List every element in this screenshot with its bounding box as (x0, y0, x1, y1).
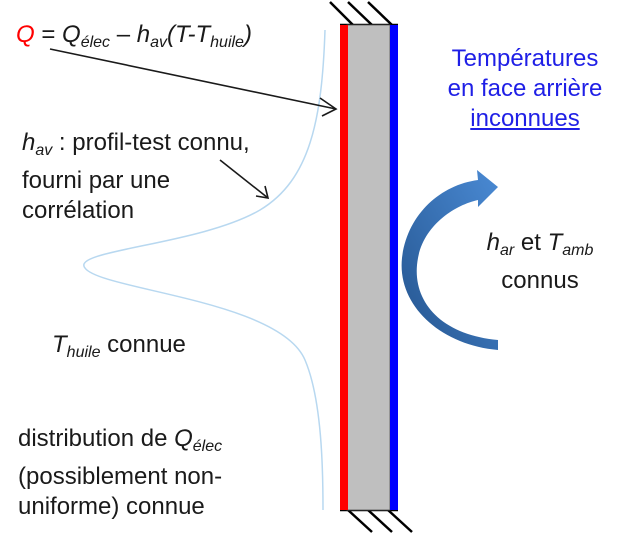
thuile-rest: connue (100, 331, 186, 358)
tamb-sub: amb (562, 242, 594, 259)
q-symbol: Q (16, 21, 35, 48)
har-line2: connus (501, 267, 579, 294)
equation: Q = Qélec – hav(T-Thuile) (16, 20, 252, 58)
qelec-line2: (possiblement non- (18, 463, 223, 490)
hav-line3: corrélation (22, 197, 135, 224)
h-av-sub: av (150, 34, 168, 51)
qelec-line3: uniforme) connue (18, 493, 205, 520)
qelec-label: distribution de Qélec (possiblement non-… (18, 424, 222, 522)
har-h: h (486, 229, 500, 256)
har-label: har et Tamb connus (470, 228, 610, 296)
front-face-red (340, 25, 348, 510)
thuile-t: T (52, 331, 67, 358)
top-hatch-icon (329, 1, 398, 27)
thuile-label: Thuile connue (52, 330, 186, 368)
h-av: h (136, 21, 151, 48)
qelec-sub: élec (192, 438, 223, 455)
minus: – (110, 21, 137, 48)
arrow-hav-to-curve (219, 159, 270, 199)
t-huile-sub: huile (210, 34, 244, 51)
qelec-line1: distribution de (18, 425, 175, 452)
hav-line1: : profil-test connu, (52, 129, 250, 156)
slab (346, 24, 391, 511)
qelec-q: Q (174, 425, 193, 452)
back-face-blue (390, 25, 398, 510)
paren-close: ) (243, 21, 252, 48)
har-sub: ar (499, 242, 515, 259)
back-face-line1: Températures (451, 45, 599, 72)
t-huile: T (195, 21, 211, 48)
back-face-line3: inconnues (470, 105, 580, 132)
tamb-t: T (547, 229, 563, 256)
har-et: et (514, 229, 548, 256)
back-face-line2: en face arrière (447, 75, 603, 102)
paren-open: (T- (167, 21, 196, 48)
q-elec-sub: élec (80, 34, 111, 51)
back-face-label: Températures en face arrière inconnues (420, 44, 630, 134)
curved-convection-arrow-icon (401, 170, 498, 350)
thuile-sub: huile (66, 344, 101, 361)
bottom-hatch-icon (340, 508, 413, 533)
hav-h: h (22, 129, 36, 156)
hav-line2: fourni par une (22, 167, 171, 194)
hav-sub: av (35, 142, 53, 159)
heat-transfer-profile-curve (83, 29, 326, 511)
q-elec: Q (62, 21, 81, 48)
equals: = (34, 21, 63, 48)
arrow-q-to-face (49, 48, 338, 117)
hav-label: hav : profil-test connu, fourni par une … (22, 128, 250, 226)
